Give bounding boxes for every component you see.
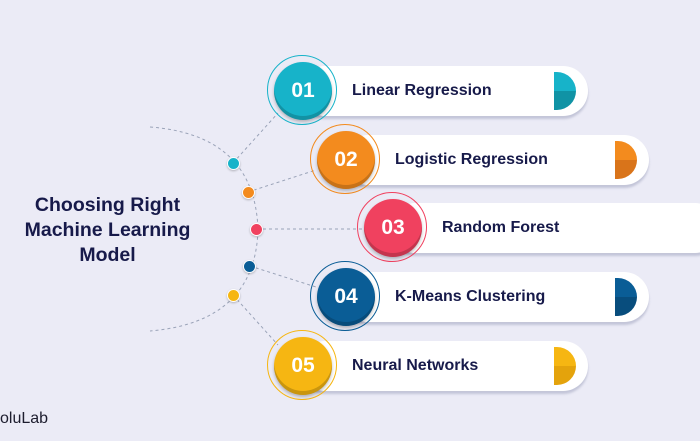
title-line-2: Machine Learning xyxy=(24,219,191,241)
color-tab xyxy=(554,347,576,385)
color-tab xyxy=(554,72,576,110)
connector-line-04 xyxy=(249,265,317,288)
item-number: 03 xyxy=(381,216,405,239)
item-number: 01 xyxy=(291,79,315,102)
item-card: Logistic Regression xyxy=(343,135,649,185)
logo: oluLab xyxy=(0,410,49,427)
item-number: 04 xyxy=(334,285,358,308)
item-number: 05 xyxy=(291,354,315,377)
node-dot-01 xyxy=(227,157,240,170)
connector-line-01 xyxy=(232,112,279,164)
node-dot-04 xyxy=(243,260,256,273)
number-badge: 01 xyxy=(267,55,337,125)
number-badge: 02 xyxy=(310,124,380,194)
item-label: Neural Networks xyxy=(352,357,479,374)
number-badge: 03 xyxy=(357,192,427,262)
item-label: Linear Regression xyxy=(352,82,492,99)
item-card: Random Forest xyxy=(390,203,700,253)
color-tab xyxy=(615,278,637,316)
item-card: Neural Networks xyxy=(300,341,588,391)
item-card: K-Means Clustering xyxy=(343,272,649,322)
title-line-1: Choosing Right xyxy=(34,194,181,216)
item-card: Linear Regression xyxy=(300,66,588,116)
node-dot-02 xyxy=(242,186,255,199)
node-dot-05 xyxy=(227,289,240,302)
arc-connector xyxy=(149,126,259,332)
node-dot-03 xyxy=(250,223,263,236)
connector-line-02 xyxy=(247,169,317,193)
number-badge: 04 xyxy=(310,261,380,331)
page-title: Choosing Right Machine Learning Model xyxy=(0,193,215,268)
item-label: Logistic Regression xyxy=(395,151,548,168)
title-line-3: Model xyxy=(79,244,136,266)
item-number: 02 xyxy=(334,148,358,171)
connector-line-05 xyxy=(232,294,279,346)
item-label: K-Means Clustering xyxy=(395,288,546,305)
color-tab xyxy=(615,141,637,179)
item-label: Random Forest xyxy=(442,219,560,236)
number-badge: 05 xyxy=(267,330,337,400)
